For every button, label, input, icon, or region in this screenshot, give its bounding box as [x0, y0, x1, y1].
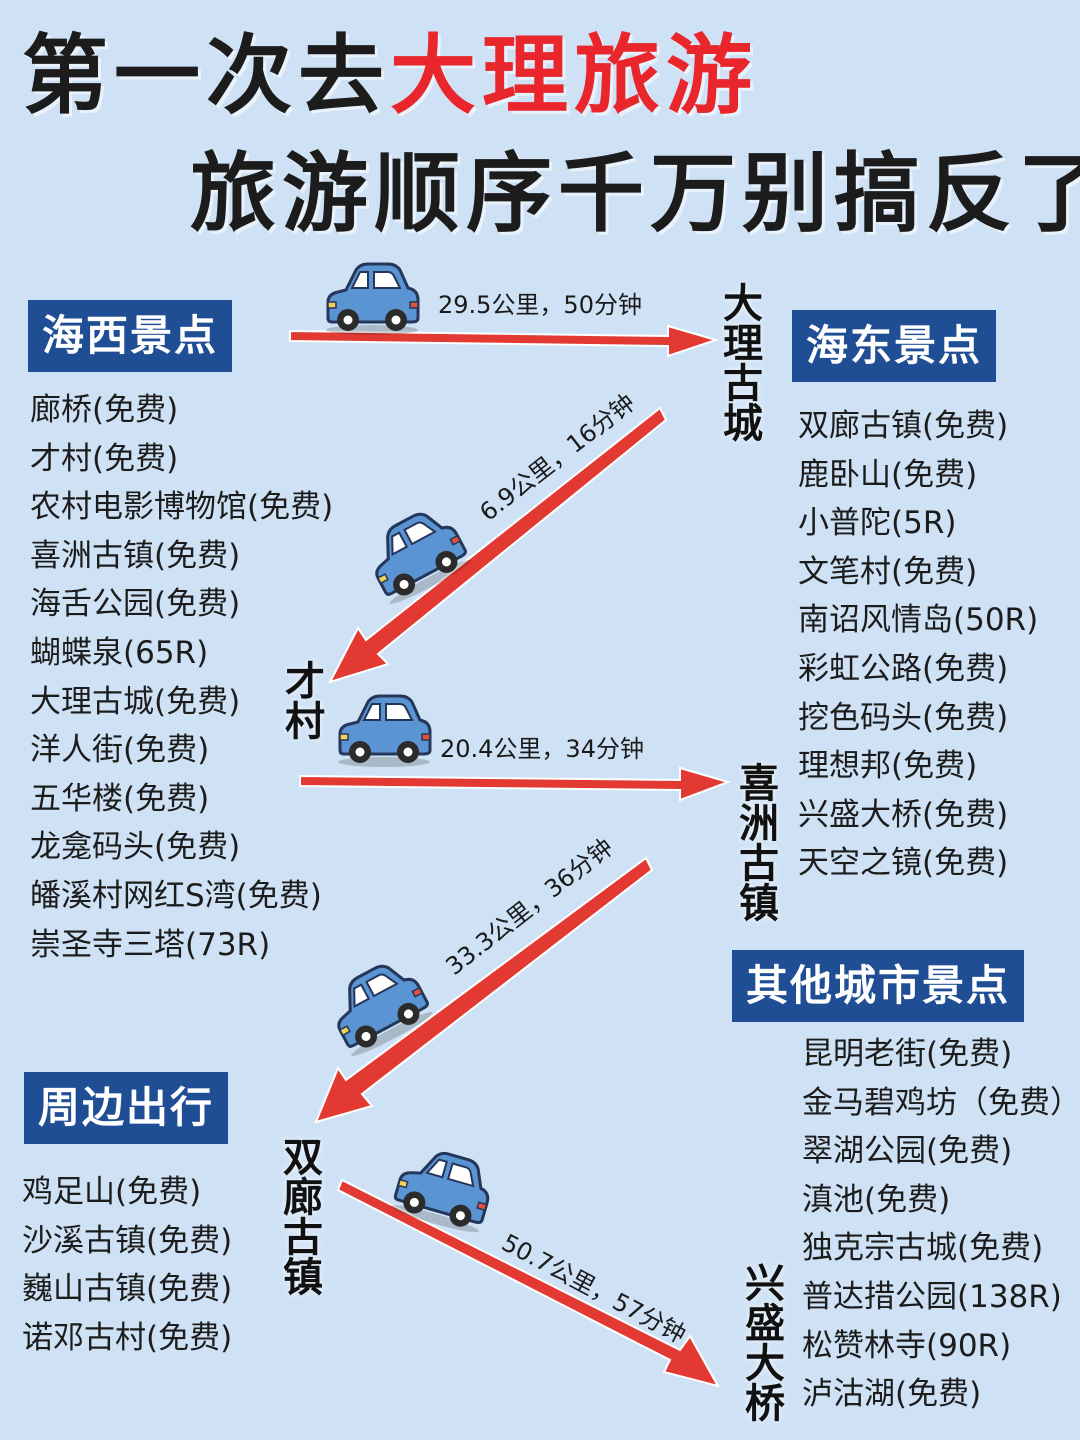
route-leg-2: 6.9公里，16分钟	[328, 388, 668, 684]
list-item: 彩虹公路(免费)	[798, 650, 1009, 687]
list-item: 昆明老街(免费)	[802, 1036, 1013, 1072]
list-item: 独克宗古城(免费)	[802, 1230, 1044, 1267]
title-prefix: 第一次去	[22, 26, 390, 126]
list-item: 蝴蝶泉(65R)	[30, 634, 209, 671]
list-item: 滇池(免费)	[802, 1181, 951, 1218]
haixi-heading: 海西景点	[28, 300, 233, 372]
list-item: 崇圣寺三塔(73R)	[30, 926, 271, 963]
route-leg-4: 33.3公里，36分钟	[314, 833, 654, 1124]
stop-label-caicun: 才村	[278, 660, 324, 740]
list-item: 泸沽湖(免费)	[802, 1376, 982, 1413]
stop-label-xingsheng-bridge: 兴盛大桥	[738, 1262, 784, 1422]
route-arrow-3	[299, 766, 732, 802]
stop-label-xizhou: 喜洲古镇	[732, 762, 778, 922]
list-item: 龙龛码头(免费)	[30, 829, 241, 866]
list-item: 洋人街(免费)	[30, 732, 210, 769]
list-item: 才村(免费)	[30, 440, 179, 477]
haidong-list: 双廊古镇(免费) 鹿卧山(免费) 小普陀(5R) 文笔村(免费) 南诏风情岛(5…	[798, 402, 1038, 888]
page-title-line2: 旅游顺序千万别搞反了	[190, 144, 1080, 244]
list-item: 巍山古镇(免费)	[22, 1271, 233, 1308]
list-item: 鸡足山(免费)	[22, 1174, 202, 1210]
surroundings-heading: 周边出行	[24, 1072, 229, 1144]
other-cities-list: 昆明老街(免费) 金马碧鸡坊（免费） 翠湖公园(免费) 滇池(免费) 独克宗古城…	[802, 1030, 1080, 1419]
car-icon	[356, 500, 475, 610]
list-item: 海舌公园(免费)	[30, 586, 241, 623]
list-item: 松赞林寺(90R)	[802, 1327, 1012, 1364]
list-item: 双廊古镇(免费)	[798, 408, 1009, 444]
list-item: 诺邓古村(免费)	[22, 1319, 233, 1356]
route-distance-5: 50.7公里，57分钟	[497, 1229, 690, 1349]
surroundings-list: 鸡足山(免费) 沙溪古镇(免费) 巍山古镇(免费) 诺邓古村(免费)	[22, 1168, 232, 1362]
stop-label-dali-old-town: 大理古城	[716, 282, 762, 442]
haixi-list: 廊桥(免费) 才村(免费) 农村电影博物馆(免费) 喜洲古镇(免费) 海舌公园(…	[30, 386, 333, 969]
car-icon	[324, 262, 420, 337]
route-leg-5: 50.7公里，57分钟	[336, 1141, 721, 1388]
list-item: 挖色码头(免费)	[798, 699, 1009, 736]
list-item: 金马碧鸡坊（免费）	[802, 1084, 1080, 1121]
car-icon	[336, 694, 432, 769]
list-item: 兴盛大桥(免费)	[798, 796, 1009, 833]
list-item: 五华楼(免费)	[30, 780, 210, 817]
list-item: 翠湖公园(免费)	[802, 1133, 1013, 1170]
list-item: 皤溪村网红S湾(免费)	[30, 877, 322, 914]
list-item: 农村电影博物馆(免费)	[30, 489, 334, 526]
list-item: 大理古城(免费)	[30, 683, 241, 720]
list-item: 普达措公园(138R)	[802, 1278, 1062, 1315]
list-item: 沙溪古镇(免费)	[22, 1222, 233, 1259]
title-highlight: 大理旅游	[390, 26, 758, 126]
list-item: 喜洲古镇(免费)	[30, 537, 241, 574]
list-item: 廊桥(免费)	[30, 392, 179, 428]
list-item: 南诏风情岛(50R)	[798, 602, 1039, 639]
route-arrow-4	[314, 856, 654, 1124]
route-distance-3: 20.4公里，34分钟	[440, 735, 644, 763]
route-arrow-2	[328, 406, 668, 684]
route-arrow-5	[336, 1178, 721, 1388]
list-item: 天空之镜(免费)	[798, 845, 1009, 882]
list-item: 理想邦(免费)	[798, 748, 978, 785]
other-cities-heading: 其他城市景点	[732, 950, 1025, 1022]
route-distance-1: 29.5公里，50分钟	[438, 291, 642, 319]
list-item: 文笔村(免费)	[798, 553, 978, 590]
haidong-heading: 海东景点	[792, 310, 997, 382]
stop-label-shuanglang: 双廊古镇	[276, 1136, 322, 1296]
list-item: 小普陀(5R)	[798, 505, 957, 542]
list-item: 鹿卧山(免费)	[798, 456, 978, 493]
route-leg-1: 29.5公里，50分钟	[289, 262, 720, 358]
route-leg-3: 20.4公里，34分钟	[299, 694, 732, 802]
page-title-line1: 第一次去大理旅游	[22, 22, 758, 130]
